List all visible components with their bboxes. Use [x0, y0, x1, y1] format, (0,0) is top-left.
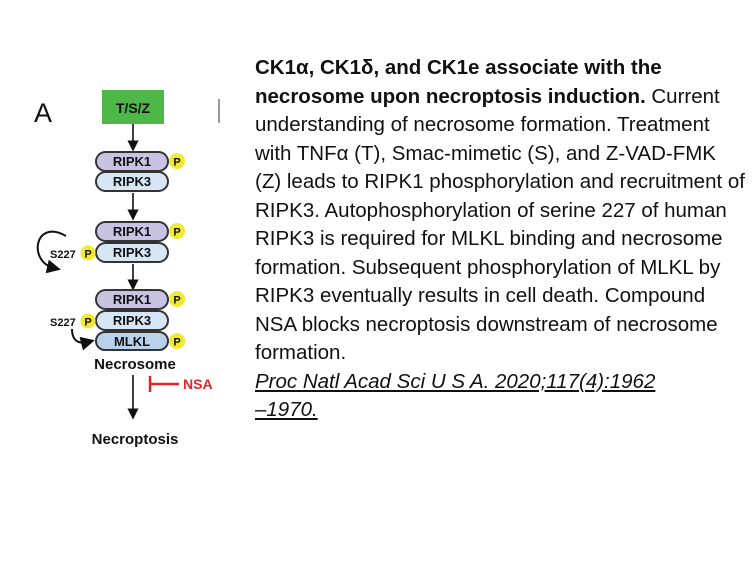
- ripk1-pill: [95, 289, 169, 310]
- site-phospho-label: P: [84, 249, 91, 261]
- phospho-label: P: [173, 227, 180, 239]
- complex-2: RIPK1 RIPK3 P S227 P: [36, 221, 185, 274]
- necrosome-label: Necrosome: [94, 356, 176, 373]
- ripk1-label: RIPK1: [113, 292, 151, 307]
- citation-link-continued[interactable]: –1970.: [255, 398, 318, 421]
- mlkl-phospho-label: P: [173, 337, 180, 349]
- ripk3-pill: [95, 310, 169, 331]
- phospho-badge: [169, 291, 185, 307]
- treatment-label: T/S/Z: [116, 100, 151, 116]
- ripk3-label: RIPK3: [113, 313, 151, 328]
- treatment-box: [102, 90, 164, 124]
- site-phospho-badge: [80, 245, 96, 261]
- mlkl-pill: [95, 331, 169, 351]
- nsa-label: NSA: [183, 376, 213, 392]
- necroptosis-label: Necroptosis: [92, 431, 179, 448]
- citation-link[interactable]: Proc Natl Acad Sci U S A. 2020;117(4):19…: [255, 369, 656, 393]
- phospho-label: P: [173, 157, 180, 169]
- ripk1-label: RIPK1: [113, 224, 151, 239]
- figure-caption: CK1α, CK1δ, and CK1e associate with the …: [255, 54, 745, 425]
- panel-label: A: [34, 98, 52, 128]
- caption-body: Current understanding of necrosome forma…: [255, 84, 745, 365]
- site-phospho-badge: [80, 313, 96, 329]
- mlkl-phospho-badge: [169, 333, 185, 349]
- ripk1-label: RIPK1: [113, 154, 151, 169]
- phospho-badge: [169, 223, 185, 239]
- site-phospho-label: P: [84, 317, 91, 329]
- ripk3-label: RIPK3: [113, 245, 151, 260]
- complex-1: RIPK1 RIPK3 P: [95, 151, 185, 192]
- ripk3-pill: [95, 242, 169, 263]
- phospho-label: P: [173, 295, 180, 307]
- ripk3-label: RIPK3: [113, 174, 151, 189]
- autophosphorylation-loop-arrow: [36, 230, 67, 274]
- phospho-badge: [169, 153, 185, 169]
- s227-to-mlkl-arrow: [71, 328, 95, 351]
- complex-3: RIPK1 RIPK3 MLKL P S227 P P: [50, 289, 185, 351]
- mlkl-label: MLKL: [114, 334, 150, 349]
- ripk1-pill: [95, 221, 169, 242]
- s227-site-label: S227: [50, 317, 76, 329]
- caption-title: CK1α, CK1δ, and CK1e associate with the …: [255, 56, 662, 108]
- ripk3-pill: [95, 171, 169, 192]
- s227-site-label: S227: [50, 249, 76, 261]
